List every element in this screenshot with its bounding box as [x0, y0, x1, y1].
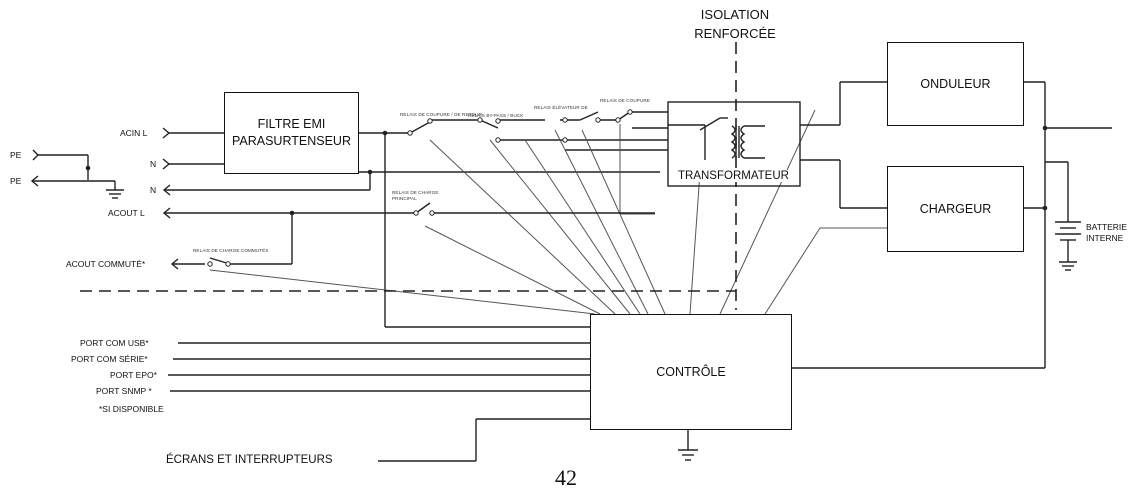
inverter-label: ONDULEUR	[920, 76, 991, 91]
port-usb-label: PORT COM USB*	[80, 338, 149, 348]
port-snmp-label: PORT SNMP *	[96, 386, 152, 396]
relay-load-label: RELAIS DE CHARGE	[392, 190, 439, 195]
filter-line2: PARASURTENSEUR	[231, 134, 351, 148]
acin-l-label: ACIN L	[120, 128, 148, 138]
screens-switches-label: ÉCRANS ET INTERRUPTEURS	[166, 454, 333, 466]
battery-line2: INTERNE	[1086, 232, 1124, 243]
charger-block: CHARGEUR	[887, 166, 1024, 252]
isolation-header: ISOLATION RENFORCÉE	[680, 6, 790, 44]
n-in-label: N	[150, 159, 157, 169]
isolation-line2: RENFORCÉE	[694, 25, 776, 41]
acout-l-label: ACOUT L	[108, 208, 145, 218]
emi-filter-block: FILTRE EMI PARASURTENSEUR	[224, 92, 359, 174]
battery-line1: BATTERIE	[1086, 222, 1127, 232]
port-epo-label: PORT EPO*	[110, 370, 157, 380]
inverter-block: ONDULEUR	[887, 42, 1024, 126]
relay-cutoff-label: RELAIS DE COUPURE	[600, 98, 650, 103]
pe-in-label: PE	[10, 150, 22, 160]
transformer-label: TRANSFORMATEUR	[676, 170, 791, 182]
charger-label: CHARGEUR	[919, 201, 992, 216]
filter-line1: FILTRE EMI	[257, 117, 326, 132]
n-out-label: N	[150, 185, 157, 195]
pe-out-label: PE	[10, 176, 22, 186]
battery-label: BATTERIE INTERNE	[1086, 222, 1127, 243]
relay-switched-label: RELAIS DE CHARGE COMMUTÉS	[193, 248, 269, 253]
if-available-note: *SI DISPONIBLE	[99, 404, 164, 414]
control-block: CONTRÔLE	[590, 314, 792, 430]
port-serial-label: PORT COM SÉRIE*	[71, 354, 148, 364]
page-number: 42	[555, 465, 577, 490]
relay-backfeed-label: RELAIS DE COUPURE / DE RETOUR	[400, 112, 482, 117]
pe-in-arrow	[32, 149, 39, 161]
relay-load2-label: PRINCIPAL	[392, 196, 417, 201]
relay-boost-label: RELAIS ÉLÉVATEUR DE	[534, 105, 588, 110]
isolation-line1: ISOLATION	[700, 7, 770, 22]
control-label: CONTRÔLE	[656, 364, 726, 379]
acout-switched-label: ACOUT COMMUTÉ*	[66, 259, 146, 269]
relay-bypass-label: RELAIS BY-PASS / BUCK	[468, 113, 524, 118]
